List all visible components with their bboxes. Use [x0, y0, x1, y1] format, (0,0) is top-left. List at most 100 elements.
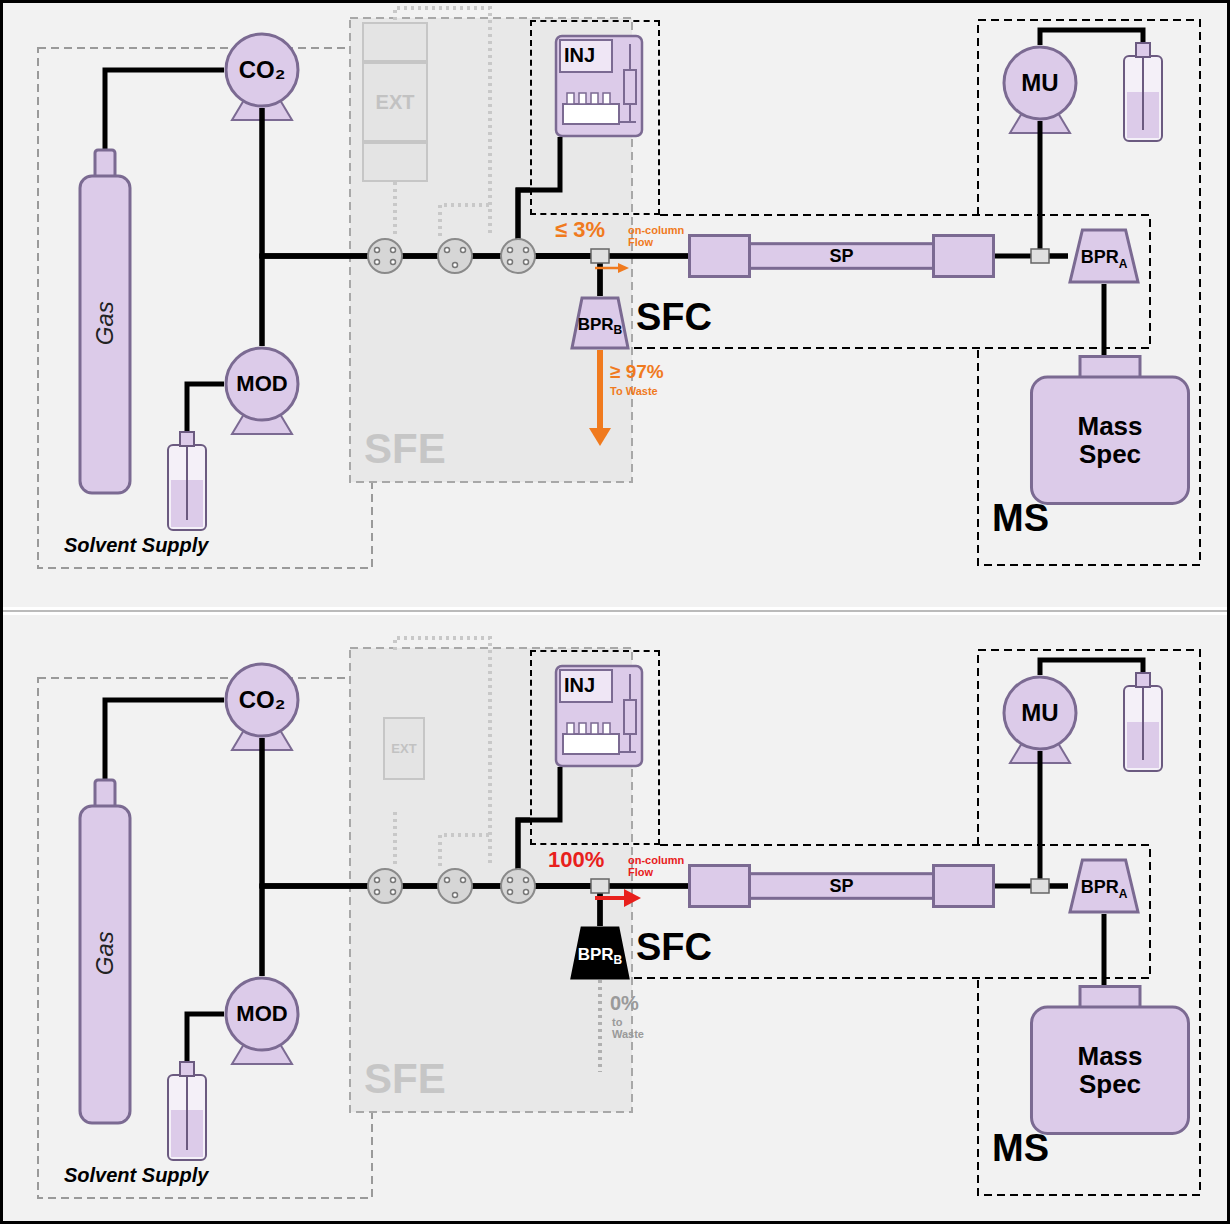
detector-body — [1032, 1007, 1189, 1134]
text-wrap: BPRA — [1081, 247, 1128, 271]
panel — [3, 3, 1227, 607]
text-wrap: EXT — [376, 91, 415, 114]
node-label: EXT — [376, 91, 415, 113]
text-wrap: SP — [829, 246, 853, 267]
flow-line — [518, 190, 688, 256]
pressure-regulator: BPRA — [1068, 228, 1140, 284]
flow-line — [262, 738, 688, 886]
group-region: Solvent SupplyGasCO₂MOD — [38, 678, 372, 1198]
flow-arrow — [595, 267, 619, 270]
text-holder: MOD — [224, 976, 300, 1052]
pump-circle: CO₂ — [224, 32, 300, 108]
subscript: A — [1119, 887, 1128, 901]
node-label: Gas — [92, 301, 118, 345]
flow-label: on-column Flow — [628, 224, 686, 248]
node-label: BPR — [578, 945, 614, 964]
subscript: B — [614, 323, 623, 337]
text-holder: Mass Spec — [1030, 355, 1190, 505]
text-wrap: SP — [829, 876, 853, 897]
mass-spectrometer: Mass Spec — [1030, 985, 1190, 1135]
flow-arrowhead — [624, 889, 641, 907]
flow-line — [105, 700, 224, 780]
text-wrap: BPRB — [578, 945, 623, 968]
extractor-cell — [363, 143, 427, 181]
injector-box: INJ — [530, 650, 660, 845]
panel-divider — [3, 610, 1227, 612]
pump-circle — [226, 348, 298, 420]
text-holder: Mass Spec — [1030, 985, 1190, 1135]
text-wrap: BPRB — [578, 315, 623, 338]
subscript: B — [614, 953, 623, 967]
node-label: Mass Spec — [1054, 1042, 1166, 1099]
node-label: CO₂ — [239, 56, 286, 83]
node-label: MU — [1021, 69, 1058, 96]
node-label: MU — [1021, 699, 1058, 726]
regulator-shape — [1070, 860, 1138, 912]
node-label: BPR — [1081, 877, 1119, 897]
flow-line — [105, 70, 224, 150]
text-holder: MOD — [224, 346, 300, 422]
pump-circle: MU — [1002, 45, 1078, 121]
group-region: SFCSPBPRA — [632, 845, 1150, 978]
flow-arrowhead — [618, 263, 629, 273]
text-holder: BPRA — [1068, 228, 1140, 284]
group-region: SFE EXT BPRB — [350, 18, 632, 482]
column-end — [690, 866, 750, 907]
group-label: INJ — [564, 674, 595, 696]
flow-label: ≤ 3% — [555, 218, 605, 242]
flow-line — [262, 738, 600, 926]
node-label: EXT — [391, 741, 416, 756]
flow-line — [262, 108, 600, 296]
pump-circle: CO₂ — [224, 662, 300, 738]
text-holder: SP — [688, 864, 995, 908]
group-region: MS MU Mass Spec — [978, 650, 1200, 1195]
text-wrap: Gas — [83, 309, 127, 337]
regulator-shape — [572, 298, 628, 348]
waste-line — [598, 980, 602, 1072]
flow-label: on-column Flow — [628, 854, 686, 878]
group-region: MSMUMass Spec — [978, 20, 1200, 565]
pressure-regulator: BPRB — [570, 296, 630, 350]
text-wrap: Mass Spec — [1054, 412, 1166, 471]
gas-cylinder: Gas — [78, 780, 132, 1125]
extractor: EXT — [383, 717, 425, 780]
pump-circle — [1004, 47, 1076, 119]
node-label: BPR — [1081, 247, 1119, 267]
group-label: MS — [992, 1128, 1049, 1170]
injector-box: INJ — [530, 20, 660, 215]
cylinder-body — [80, 176, 130, 493]
group-label: SFE — [364, 426, 446, 472]
flow-line — [1040, 751, 1068, 886]
flow-line — [262, 256, 600, 346]
mass-spectrometer: Mass Spec — [1030, 355, 1190, 505]
text-wrap: MU — [1021, 69, 1058, 97]
node-label: MOD — [236, 1001, 287, 1026]
cylinder-body — [80, 806, 130, 1123]
column: SP — [688, 234, 995, 278]
text-wrap: CO₂ — [239, 56, 286, 84]
extractor-cell — [384, 718, 424, 779]
text-holder: CO₂ — [224, 32, 300, 108]
pump-circle: MOD — [224, 976, 300, 1052]
column-end — [934, 866, 994, 907]
pressure-regulator: BPRA — [1068, 858, 1140, 914]
text-wrap: MOD — [236, 371, 287, 397]
column-end — [690, 236, 750, 277]
text-wrap: Mass Spec — [1054, 1042, 1166, 1101]
waste-arrow — [597, 350, 603, 430]
text-holder: EXT — [383, 717, 425, 780]
group-label: INJ — [564, 44, 595, 66]
group-region: Solvent SupplyGasCO₂MOD — [38, 48, 372, 568]
flow-line — [262, 108, 688, 256]
extractor-cell — [363, 63, 427, 141]
text-wrap: BPRA — [1081, 877, 1128, 901]
text-wrap: EXT — [391, 741, 416, 756]
extractor: EXT — [362, 22, 428, 182]
text-wrap: CO₂ — [239, 686, 286, 714]
flow-arrow — [595, 896, 626, 900]
flow-label: 100% — [548, 848, 604, 872]
pump-circle — [1004, 677, 1076, 749]
